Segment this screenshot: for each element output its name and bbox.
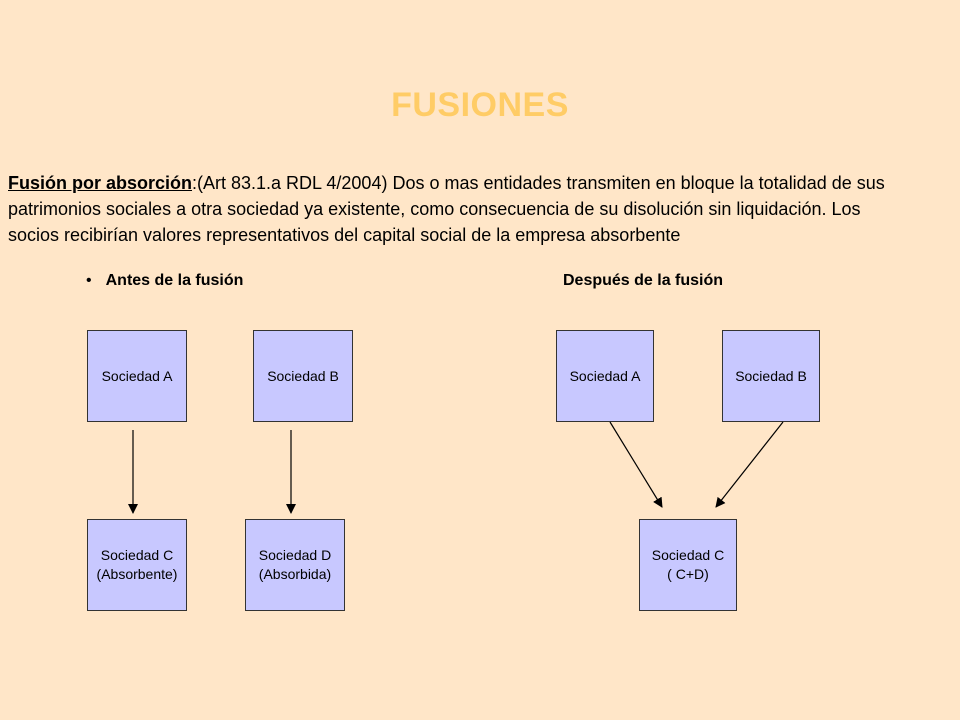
box-label: Sociedad C	[651, 547, 725, 563]
box-label: Sociedad C	[100, 547, 174, 563]
box-sublabel: ( C+D)	[667, 566, 709, 582]
box-label-group: Sociedad D (Absorbida)	[259, 546, 331, 584]
bullet-icon: •	[86, 272, 92, 289]
box-before-sociedad-b: Sociedad B	[253, 330, 353, 422]
box-label-group: Sociedad C ( C+D)	[652, 546, 724, 584]
box-label: Sociedad B	[735, 367, 807, 384]
box-sublabel: (Absorbente)	[96, 566, 178, 582]
heading-before-merger: • Antes de la fusión	[86, 272, 243, 290]
arrow-after-a-to-c	[609, 421, 663, 508]
heading-before-label: Antes de la fusión	[105, 272, 244, 289]
box-label: Sociedad A	[569, 367, 641, 384]
box-before-sociedad-d: Sociedad D (Absorbida)	[245, 519, 345, 611]
heading-after-merger: Después de la fusión	[563, 272, 724, 289]
box-after-sociedad-a: Sociedad A	[556, 330, 654, 422]
box-label: Sociedad D	[258, 547, 332, 563]
box-label: Sociedad A	[101, 367, 173, 384]
arrow-after-b-to-c	[715, 421, 784, 508]
box-before-sociedad-c: Sociedad C (Absorbente)	[87, 519, 187, 611]
box-after-sociedad-c: Sociedad C ( C+D)	[639, 519, 737, 611]
definition-term: Fusión por absorción	[8, 173, 193, 193]
box-label: Sociedad B	[267, 367, 339, 384]
box-before-sociedad-a: Sociedad A	[87, 330, 187, 422]
box-sublabel: (Absorbida)	[258, 566, 332, 582]
definition-paragraph: Fusión por absorción:(Art 83.1.a RDL 4/2…	[8, 170, 908, 248]
box-label-group: Sociedad C (Absorbente)	[97, 546, 178, 584]
box-after-sociedad-b: Sociedad B	[722, 330, 820, 422]
page-title: FUSIONES	[391, 86, 569, 124]
definition-body: :(Art 83.1.a RDL 4/2004) Dos o mas entid…	[8, 173, 885, 245]
